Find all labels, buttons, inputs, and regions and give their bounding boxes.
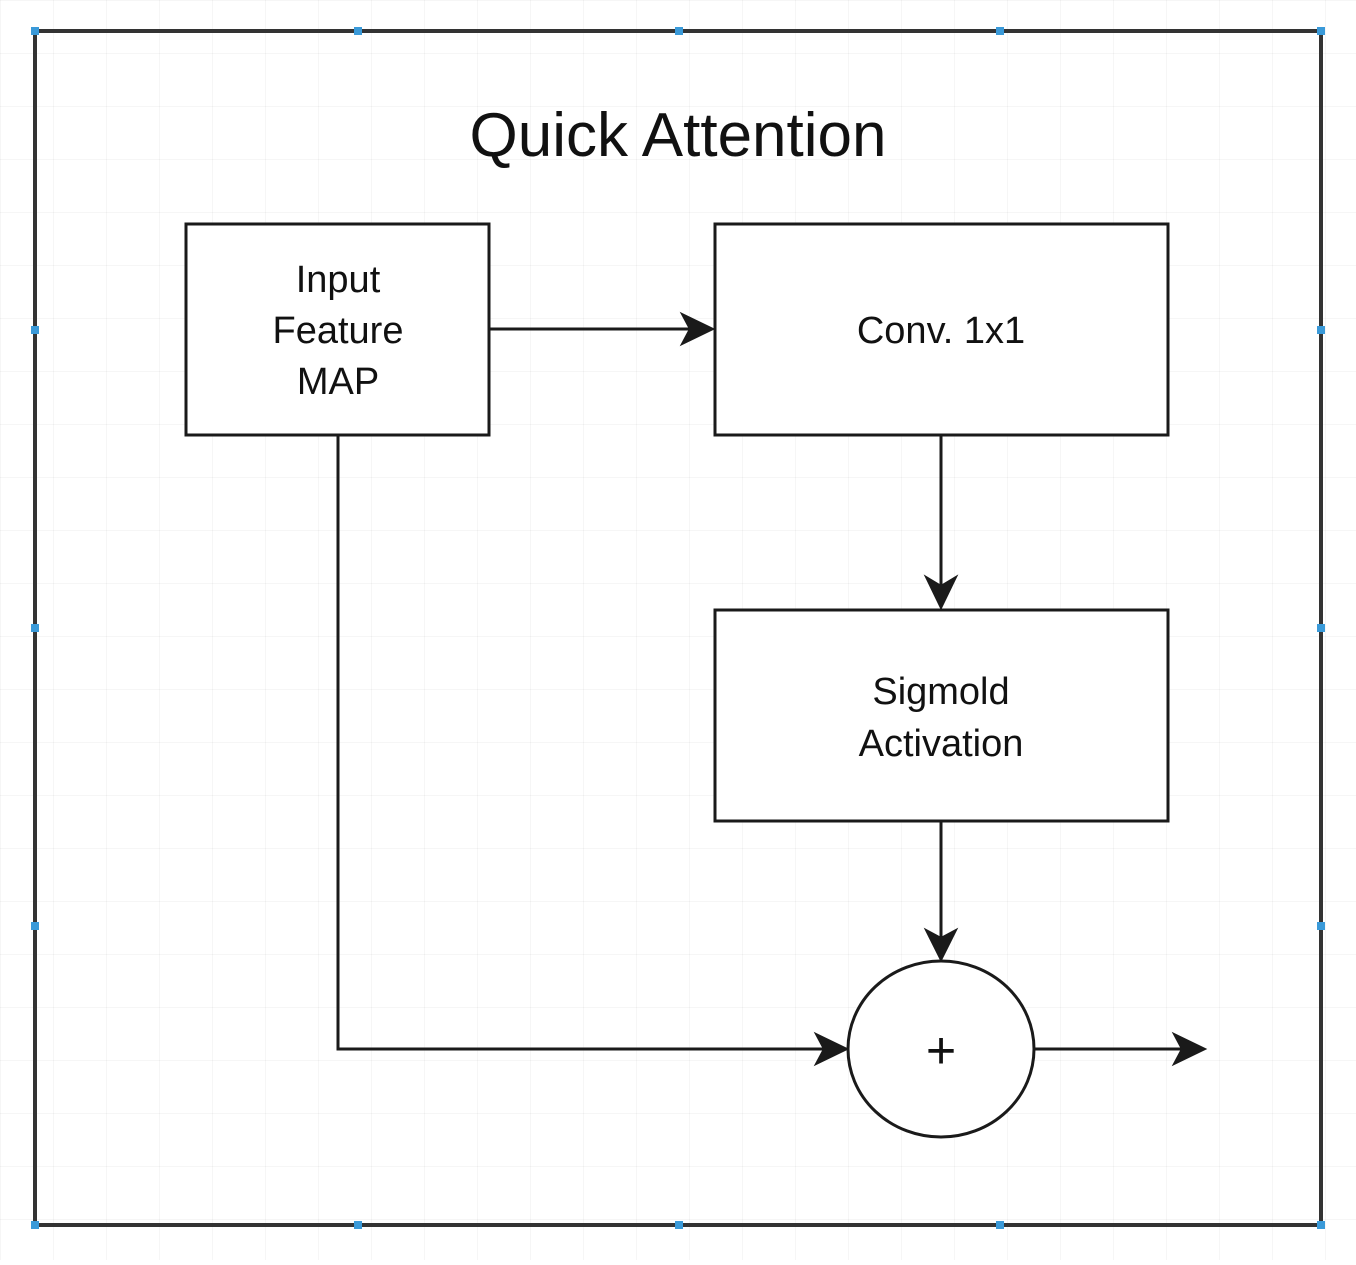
node-sum[interactable]: +: [846, 959, 1036, 1139]
handle-bottom-left[interactable]: [31, 1221, 39, 1229]
handle-bottom-right[interactable]: [1317, 1221, 1325, 1229]
handle-right-1[interactable]: [1317, 326, 1325, 334]
frame-handles[interactable]: [31, 27, 1325, 1229]
handle-top-right[interactable]: [1317, 27, 1325, 35]
node-conv[interactable]: Conv. 1x1: [713, 222, 1170, 437]
node-input-line-1: Input: [296, 259, 381, 301]
arrowhead-sum-top: [923, 927, 959, 963]
node-conv-box[interactable]: [713, 222, 1170, 437]
handle-top-left[interactable]: [31, 27, 39, 35]
handle-right-2[interactable]: [1317, 624, 1325, 632]
handle-left-1[interactable]: [31, 326, 39, 334]
handle-top-3[interactable]: [996, 27, 1004, 35]
handle-left-3[interactable]: [31, 922, 39, 930]
node-sigmoid-box[interactable]: [713, 608, 1170, 823]
handle-right-3[interactable]: [1317, 922, 1325, 930]
node-input-line-2: Feature: [273, 310, 404, 352]
edge-input-to-sum[interactable]: [336, 435, 832, 1051]
arrowheads: [679, 311, 1208, 1067]
handle-bottom-3[interactable]: [996, 1221, 1004, 1229]
node-conv-label: Conv. 1x1: [857, 310, 1025, 352]
node-input-line-3: MAP: [297, 361, 379, 403]
edges: [336, 327, 1190, 1051]
node-sum-symbol: +: [926, 1022, 956, 1080]
arrowhead-output: [1171, 1031, 1208, 1067]
handle-left-2[interactable]: [31, 624, 39, 632]
arrowhead-sigmoid: [923, 574, 959, 611]
arrowhead-sum-left: [813, 1031, 850, 1067]
node-sigmoid[interactable]: Sigmold Activation: [713, 608, 1170, 823]
handle-bottom-1[interactable]: [354, 1221, 362, 1229]
handle-top-1[interactable]: [354, 27, 362, 35]
node-sigmoid-line-1: Sigmold: [872, 671, 1009, 713]
handle-top-2[interactable]: [675, 27, 683, 35]
handle-bottom-2[interactable]: [675, 1221, 683, 1229]
diagram-title: Quick Attention: [469, 101, 886, 170]
node-sigmoid-line-2: Activation: [859, 723, 1024, 765]
node-input-feature-map[interactable]: Input Feature MAP: [184, 222, 491, 437]
arrowhead-conv: [679, 311, 716, 347]
